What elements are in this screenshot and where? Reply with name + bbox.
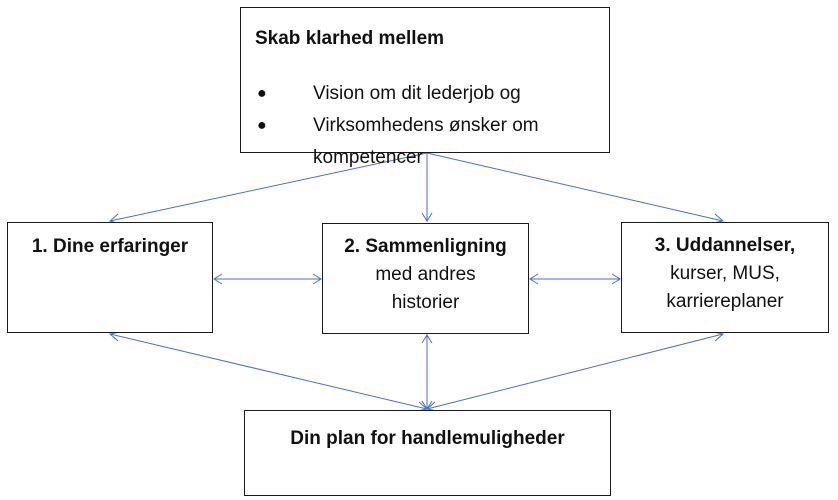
bullet-dot-icon: ● [257,85,267,102]
education-line: kurser, MUS, [670,263,780,284]
bullet-text: Virksomhedens ønsker om kompetencer [313,115,539,168]
clarity-title: Skab klarhed mellem [255,28,445,49]
arrowhead [421,212,433,222]
arrowhead [529,273,539,285]
experiences-title: 1. Dine erfaringer [31,236,189,257]
arrow-box1-bottom [109,333,428,410]
comparison-line: med andres [375,264,476,285]
comparison-line: historier [391,292,460,313]
bullet-item: ● Virksomhedens ønsker om kompetencer [255,110,615,174]
arrow-box3-bottom [426,333,724,410]
arrowhead [421,334,433,344]
clarity-box: Skab klarhed mellem ● Vision om dit lede… [240,7,610,168]
education-title: 3. Uddannelser, [654,235,796,256]
arrow-top-to-box3 [426,152,724,222]
action-plan-box: Din plan for handlemuligheder [244,410,611,496]
arrowhead [312,273,322,285]
comparison-title: 2. Sammenligning [344,236,507,257]
bullet-text: Vision om dit lederjob og [313,83,521,104]
arrowhead [611,273,621,285]
arrow-top-to-box1 [109,152,428,222]
comparison-box: 2. Sammenligning med andres historier [322,223,529,334]
clarity-bullet-list: ● Vision om dit lederjob og ● Virksomhed… [255,78,615,174]
action-plan-title: Din plan for handlemuligheder [290,428,565,449]
arrowhead [213,273,223,285]
bullet-item: ● Vision om dit lederjob og [255,78,615,110]
bullet-dot-icon: ● [257,117,267,134]
education-line: karriereplaner [666,291,784,312]
experiences-box: 1. Dine erfaringer [7,222,213,333]
education-box: 3. Uddannelser, kurser, MUS, karrierepla… [621,222,829,333]
